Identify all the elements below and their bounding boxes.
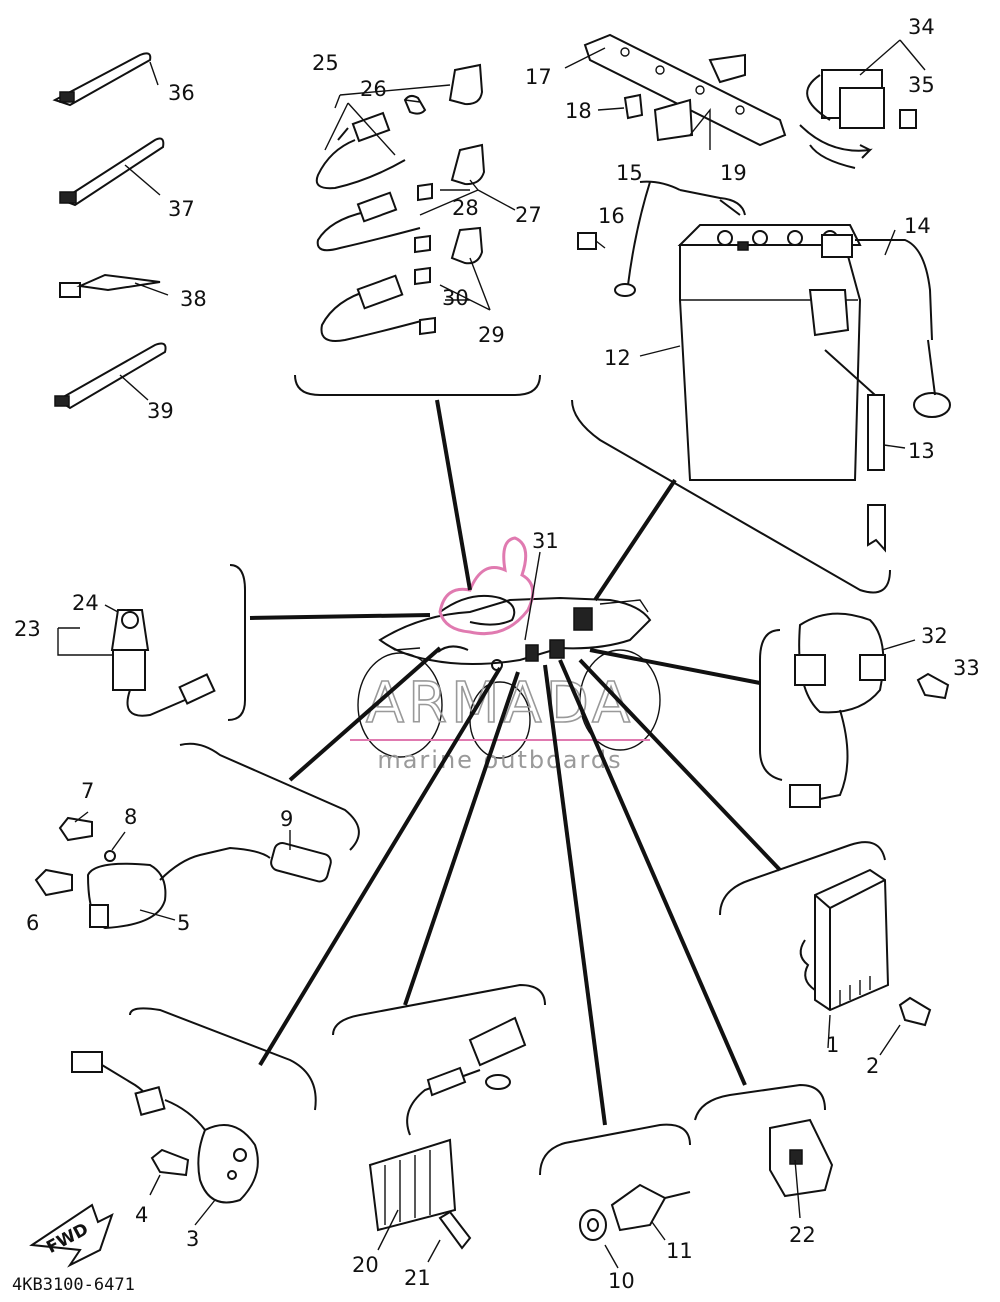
neutral-switch (579, 1183, 691, 1269)
group-brackets (129, 374, 891, 1176)
callout-15: 15 (616, 161, 643, 185)
callout-11: 11 (666, 1239, 693, 1263)
ignition-coil (34, 811, 332, 930)
callout-9: 9 (280, 807, 293, 831)
callout-7: 7 (81, 779, 94, 803)
watermark: ARMADA marine outboards (350, 536, 650, 774)
callout-10: 10 (608, 1269, 635, 1293)
cable-band-36 (52, 52, 159, 107)
callout-20: 20 (352, 1253, 379, 1277)
cable-band-37 (59, 137, 165, 207)
callout-29: 29 (478, 323, 505, 347)
rectifier-regulator (368, 1016, 527, 1263)
callout-33: 33 (953, 656, 980, 680)
callout-5: 5 (177, 911, 190, 935)
callout-34: 34 (908, 15, 935, 39)
callout-32: 32 (921, 624, 948, 648)
diagram-code: 4KB3100-6471 (12, 1275, 135, 1295)
callout-38: 38 (180, 287, 207, 311)
lead-wire-group (315, 63, 516, 342)
callout-19: 19 (720, 161, 747, 185)
relay (799, 39, 926, 169)
callout-6: 6 (26, 911, 39, 935)
callout-26: 26 (360, 77, 387, 101)
callout-18: 18 (565, 99, 592, 123)
callout-22: 22 (789, 1223, 816, 1247)
atv-frame-outline (357, 594, 661, 759)
callout-23: 23 (14, 617, 41, 641)
callout-36: 36 (168, 81, 195, 105)
callout-1: 1 (826, 1033, 839, 1057)
callout-4: 4 (135, 1203, 148, 1227)
battery-bracket (564, 33, 787, 150)
pickup-coil (71, 1051, 259, 1226)
cable-band-39 (54, 342, 167, 410)
watermark-tagline: marine outboards (377, 746, 622, 774)
battery (577, 180, 951, 553)
cable-band-38 (59, 273, 169, 298)
callout-24: 24 (72, 591, 99, 615)
callout-21: 21 (404, 1266, 431, 1290)
callout-28: 28 (452, 196, 479, 220)
callout-39: 39 (147, 399, 174, 423)
fwd-arrow-icon: FWD (29, 1203, 114, 1268)
callout-31: 31 (532, 529, 559, 553)
cdi-unit (799, 868, 932, 1056)
watermark-logo-icon (438, 536, 535, 636)
callout-numbers: 1 2 3 4 5 6 7 8 9 10 11 12 13 14 15 16 1… (14, 15, 980, 1293)
main-switch (57, 604, 216, 717)
callout-14: 14 (904, 214, 931, 238)
callout-17: 17 (525, 65, 552, 89)
callout-35: 35 (908, 73, 935, 97)
connector-22 (769, 1118, 834, 1219)
callout-30: 30 (442, 286, 469, 310)
callout-27: 27 (515, 203, 542, 227)
callout-8: 8 (124, 805, 137, 829)
starter-relay (789, 612, 950, 808)
callout-16: 16 (598, 204, 625, 228)
callout-25: 25 (312, 51, 339, 75)
callout-37: 37 (168, 197, 195, 221)
callout-12: 12 (604, 346, 631, 370)
callout-2: 2 (866, 1054, 879, 1078)
callout-13: 13 (908, 439, 935, 463)
leader-lines (249, 399, 782, 1126)
callout-3: 3 (186, 1227, 199, 1251)
